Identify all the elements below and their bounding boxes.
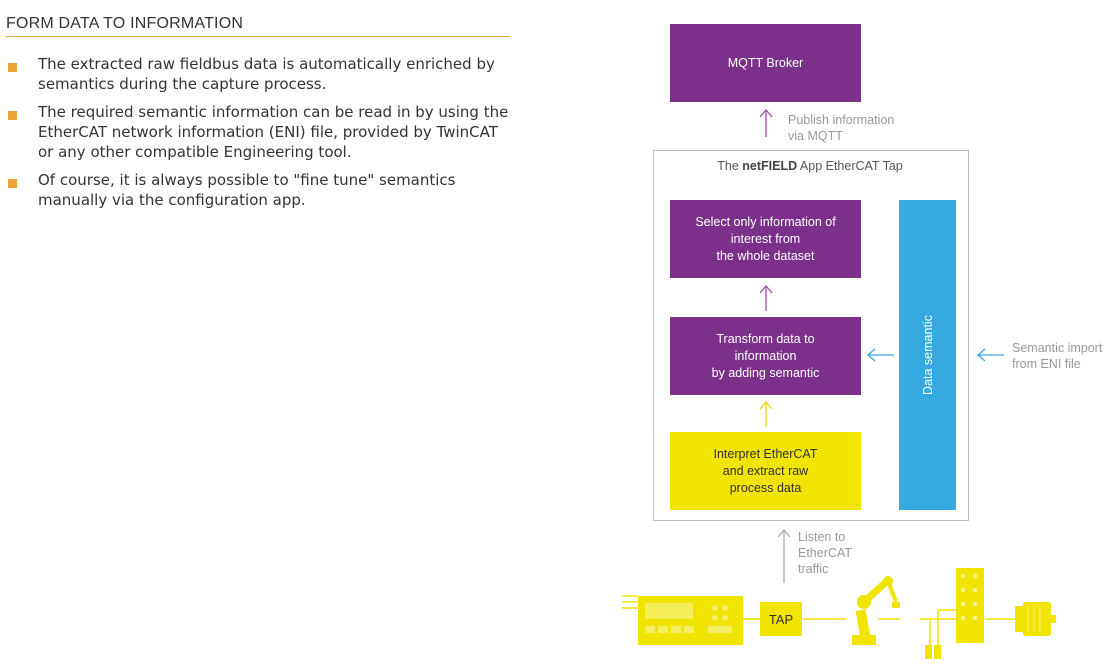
page-title: FORM DATA TO INFORMATION: [6, 15, 510, 37]
data-semantic-label: Data semantic: [920, 315, 935, 395]
app-title-brand: netFIELD: [742, 159, 798, 173]
bullet-text: The required semantic information can be…: [38, 103, 509, 161]
publish-arrow-icon: [759, 109, 773, 137]
bullet-square-icon: [8, 63, 17, 72]
hardware-chain: [622, 568, 1056, 659]
bullet-text: Of course, it is always possible to "fin…: [38, 171, 456, 209]
app-title: The netFIELD App EtherCAT Tap: [717, 159, 903, 173]
list-item: The required semantic information can be…: [6, 102, 516, 162]
semantic-import-note: Semantic import from ENI file: [1012, 341, 1103, 371]
bullet-list: The extracted raw fieldbus data is autom…: [6, 54, 516, 218]
bullet-square-icon: [8, 111, 17, 120]
data-semantic-label-wrap: Data semantic: [899, 200, 956, 510]
up-arrow-icon: [759, 285, 773, 311]
left-arrow-icon: [867, 348, 894, 362]
plc-device-icon: [622, 595, 743, 645]
app-frame: [653, 150, 969, 521]
listen-arrow-icon: [777, 529, 791, 583]
list-item: Of course, it is always possible to "fin…: [6, 170, 516, 210]
interpret-box: Interpret EtherCAT and extract raw proce…: [670, 432, 861, 510]
select-info-box: Select only information of interest from…: [670, 200, 861, 278]
data-semantic-bar: [899, 200, 956, 510]
bullet-square-icon: [8, 179, 17, 188]
listen-note: Listen to EtherCAT traffic: [798, 530, 852, 576]
motor-icon: [1015, 602, 1056, 636]
publish-note: Publish information via MQTT: [788, 113, 895, 143]
list-item: The extracted raw fieldbus data is autom…: [6, 54, 516, 94]
robot-arm-icon: [852, 576, 900, 645]
mqtt-broker-box: MQTT Broker: [670, 24, 861, 102]
up-arrow-icon: [759, 401, 773, 427]
io-module-icon: [925, 568, 984, 659]
bullet-text: The extracted raw fieldbus data is autom…: [38, 55, 495, 93]
left-arrow-icon: [977, 348, 1004, 362]
transform-box: Transform data to information by adding …: [670, 317, 861, 395]
tap-device: TAP: [760, 602, 802, 636]
